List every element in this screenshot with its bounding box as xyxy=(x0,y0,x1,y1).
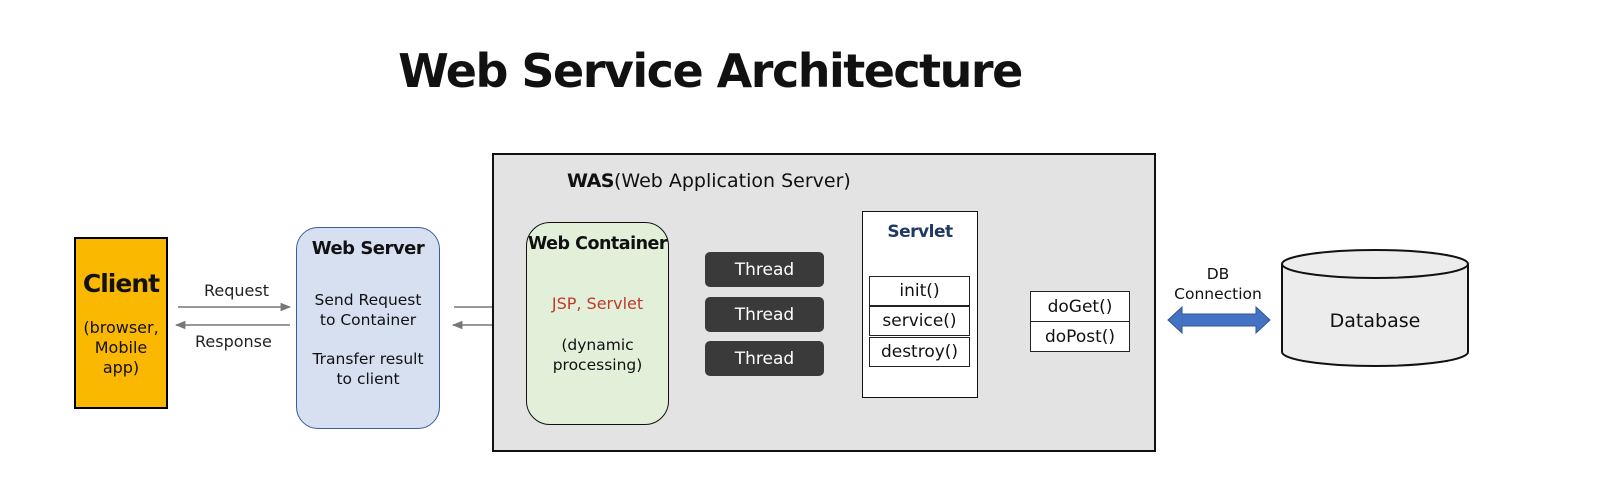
web-server-line3: Transfer result xyxy=(312,350,424,368)
servlet-title: Servlet xyxy=(887,222,953,242)
was-title: WAS(Web Application Server) xyxy=(567,170,851,192)
database-cylinder-icon xyxy=(1281,249,1469,367)
dopost-method: doPost() xyxy=(1030,321,1130,352)
web-server-line2: to Container xyxy=(319,311,417,329)
thread-box: Thread xyxy=(705,252,824,287)
web-container-desc-line2: processing) xyxy=(552,356,643,374)
service-method: service() xyxy=(869,306,970,336)
web-server-box: Web Server Send Request to Container Tra… xyxy=(296,227,440,429)
was-abbr: WAS xyxy=(567,170,615,192)
web-container-box: Web Container JSP, Servlet (dynamic proc… xyxy=(526,222,669,425)
client-sub-line1: (browser, xyxy=(83,317,159,337)
database-label: Database xyxy=(1329,310,1421,332)
web-container-desc-line1: (dynamic xyxy=(561,336,634,354)
client-box: Client (browser, Mobile app) xyxy=(74,237,168,409)
request-label: Request xyxy=(204,281,269,300)
destroy-method: destroy() xyxy=(869,337,970,367)
thread-box: Thread xyxy=(705,297,824,332)
response-label: Response xyxy=(195,332,272,351)
web-server-line1: Send Request xyxy=(314,291,422,309)
db-connection-line1: DB xyxy=(1206,265,1230,283)
db-connection-double-arrow xyxy=(1167,305,1271,335)
web-container-tech: JSP, Servlet xyxy=(551,294,644,313)
web-server-line4: to client xyxy=(336,370,400,388)
page-title: Web Service Architecture xyxy=(398,44,1023,98)
db-connection-label: DB Connection xyxy=(1168,264,1268,304)
web-server-title: Web Server xyxy=(311,238,425,259)
db-connection-line2: Connection xyxy=(1174,285,1262,303)
init-method: init() xyxy=(869,276,970,306)
client-sub-line2: Mobile app) xyxy=(94,337,148,377)
doget-method: doGet() xyxy=(1030,291,1130,322)
was-full: (Web Application Server) xyxy=(614,170,851,192)
thread-box: Thread xyxy=(705,341,824,376)
web-container-title: Web Container xyxy=(527,234,668,254)
client-label: Client xyxy=(82,268,160,298)
